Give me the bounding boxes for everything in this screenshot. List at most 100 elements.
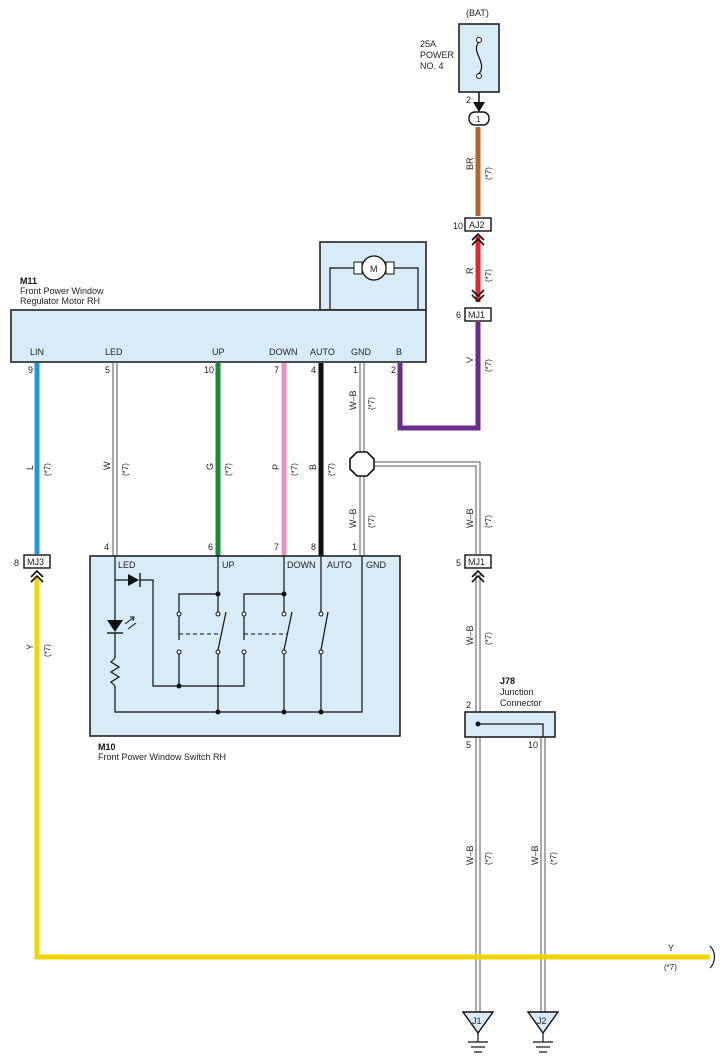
tol-b: (*7)	[327, 463, 336, 476]
motor-pin-down: 7	[274, 365, 279, 375]
fuse-number: NO. 4	[420, 61, 444, 71]
inline-connector	[468, 111, 490, 126]
switch-term-led: LED	[118, 560, 136, 570]
motor-name-1: Front Power Window	[20, 286, 104, 296]
motor-term-down: DOWN	[269, 347, 298, 357]
wire-label-wb-3: W–B	[465, 508, 475, 528]
junction-name-1: Junction	[500, 687, 534, 697]
tol-wb-6: (*7)	[549, 852, 558, 865]
motor-icon	[329, 255, 419, 309]
motor-housing	[319, 241, 427, 311]
wire-label-w: W	[102, 461, 112, 470]
switch-term-gnd: GND	[366, 560, 387, 570]
switch-term-up: UP	[222, 560, 235, 570]
wire-label-l: L	[25, 465, 35, 470]
switch-pin-down: 7	[274, 542, 279, 552]
motor-name-2: Regulator Motor RH	[20, 296, 100, 306]
wire-label-p: P	[271, 464, 281, 470]
switch-pin-gnd: 1	[352, 542, 357, 552]
switch-pin-auto: 8	[311, 542, 316, 552]
ground-j1	[461, 1011, 495, 1053]
switch-term-down: DOWN	[287, 560, 316, 570]
bat-label: (BAT)	[466, 8, 489, 18]
switch-name: Front Power Window Switch RH	[98, 752, 226, 762]
chevron-up-icon	[471, 232, 485, 246]
junction-pin-10: 10	[528, 740, 538, 750]
mj3-pin: 8	[14, 558, 19, 568]
mj1-top-pin: 6	[456, 310, 461, 320]
wire-label-wb-2: W–B	[348, 508, 358, 528]
motor-term-lin: LIN	[30, 347, 44, 357]
junction-name-2: Connector	[500, 698, 542, 708]
switch-internal-circuit	[107, 556, 363, 715]
tol-w: (*7)	[121, 463, 130, 476]
wire-label-wb-5: W–B	[465, 845, 475, 865]
motor-pin-led: 5	[105, 365, 110, 375]
wire-label-y-right: Y	[668, 943, 674, 953]
ground-j2	[526, 1011, 560, 1053]
tol-r: (*7)	[484, 269, 493, 282]
tol-l: (*7)	[43, 463, 52, 476]
continuation-break-icon	[709, 945, 716, 969]
switch-term-auto: AUTO	[327, 560, 352, 570]
motor-pin-gnd: 1	[353, 365, 358, 375]
wire-label-wb-4: W–B	[465, 625, 475, 645]
connector-mj1-mid	[464, 554, 492, 569]
ground-label-j2: J2	[537, 1016, 547, 1026]
fuse-icon	[475, 37, 483, 79]
junction-pin-5: 5	[466, 740, 471, 750]
wire-wb-gnd	[359, 363, 546, 1012]
motor-pin-b: 2	[391, 365, 396, 375]
aj2-label: AJ2	[469, 220, 485, 230]
chevron-up-icon	[471, 569, 485, 583]
wire-label-y: Y	[25, 644, 35, 650]
tol-v: (*7)	[484, 359, 493, 372]
connector-aj2	[464, 217, 492, 232]
wire-y	[34, 576, 710, 960]
switch-pin-led: 4	[104, 542, 109, 552]
motor-term-auto: AUTO	[310, 347, 335, 357]
tol-y: (*7)	[43, 644, 52, 657]
junction-pin-2: 2	[466, 700, 471, 710]
wire-label-v: V	[465, 357, 475, 363]
switch-code: M10	[98, 742, 116, 752]
fuse-rating: 25A	[420, 39, 436, 49]
fuse-pin: 2	[466, 95, 471, 105]
fuse-name: POWER	[420, 50, 455, 60]
junction-code: J78	[500, 676, 515, 686]
wire-label-g: G	[205, 463, 215, 470]
tol-wb-5: (*7)	[484, 852, 493, 865]
motor-term-b: B	[396, 347, 402, 357]
chevron-up-icon	[30, 569, 44, 583]
wire-label-r: R	[465, 267, 475, 274]
tol-wb-2: (*7)	[367, 515, 376, 528]
wire-v	[397, 322, 481, 431]
motor-term-gnd: GND	[351, 347, 372, 357]
switch-pin-up: 6	[208, 542, 213, 552]
tol-wb-1: (*7)	[367, 397, 376, 410]
mj1-mid-pin: 5	[456, 558, 461, 568]
tol-p: (*7)	[290, 463, 299, 476]
tol-wb-3: (*7)	[484, 515, 493, 528]
arrow-icon	[473, 102, 485, 112]
tol-br: (*7)	[484, 167, 493, 180]
diode-icon	[128, 574, 139, 586]
motor-term-up: UP	[212, 347, 225, 357]
wire-label-wb-6: W–B	[530, 845, 540, 865]
motor-pin-up: 10	[204, 365, 214, 375]
motor-pin-auto: 4	[311, 365, 316, 375]
tol-wb-4: (*7)	[484, 632, 493, 645]
connector-mj1-top	[464, 307, 492, 322]
motor-symbol: M	[370, 264, 378, 274]
switch-box	[89, 555, 401, 737]
chevron-down-icon	[471, 289, 485, 303]
motor-connector-box	[10, 309, 427, 363]
ground-label-j1: J1	[472, 1016, 482, 1026]
tol-g: (*7)	[224, 463, 233, 476]
aj2-pin: 10	[453, 221, 463, 231]
resistor-icon	[109, 657, 121, 687]
inline-connector-label: 1	[476, 115, 481, 124]
wire-label-wb-1: W–B	[348, 390, 358, 410]
tol-y-right: (*7)	[664, 963, 677, 972]
